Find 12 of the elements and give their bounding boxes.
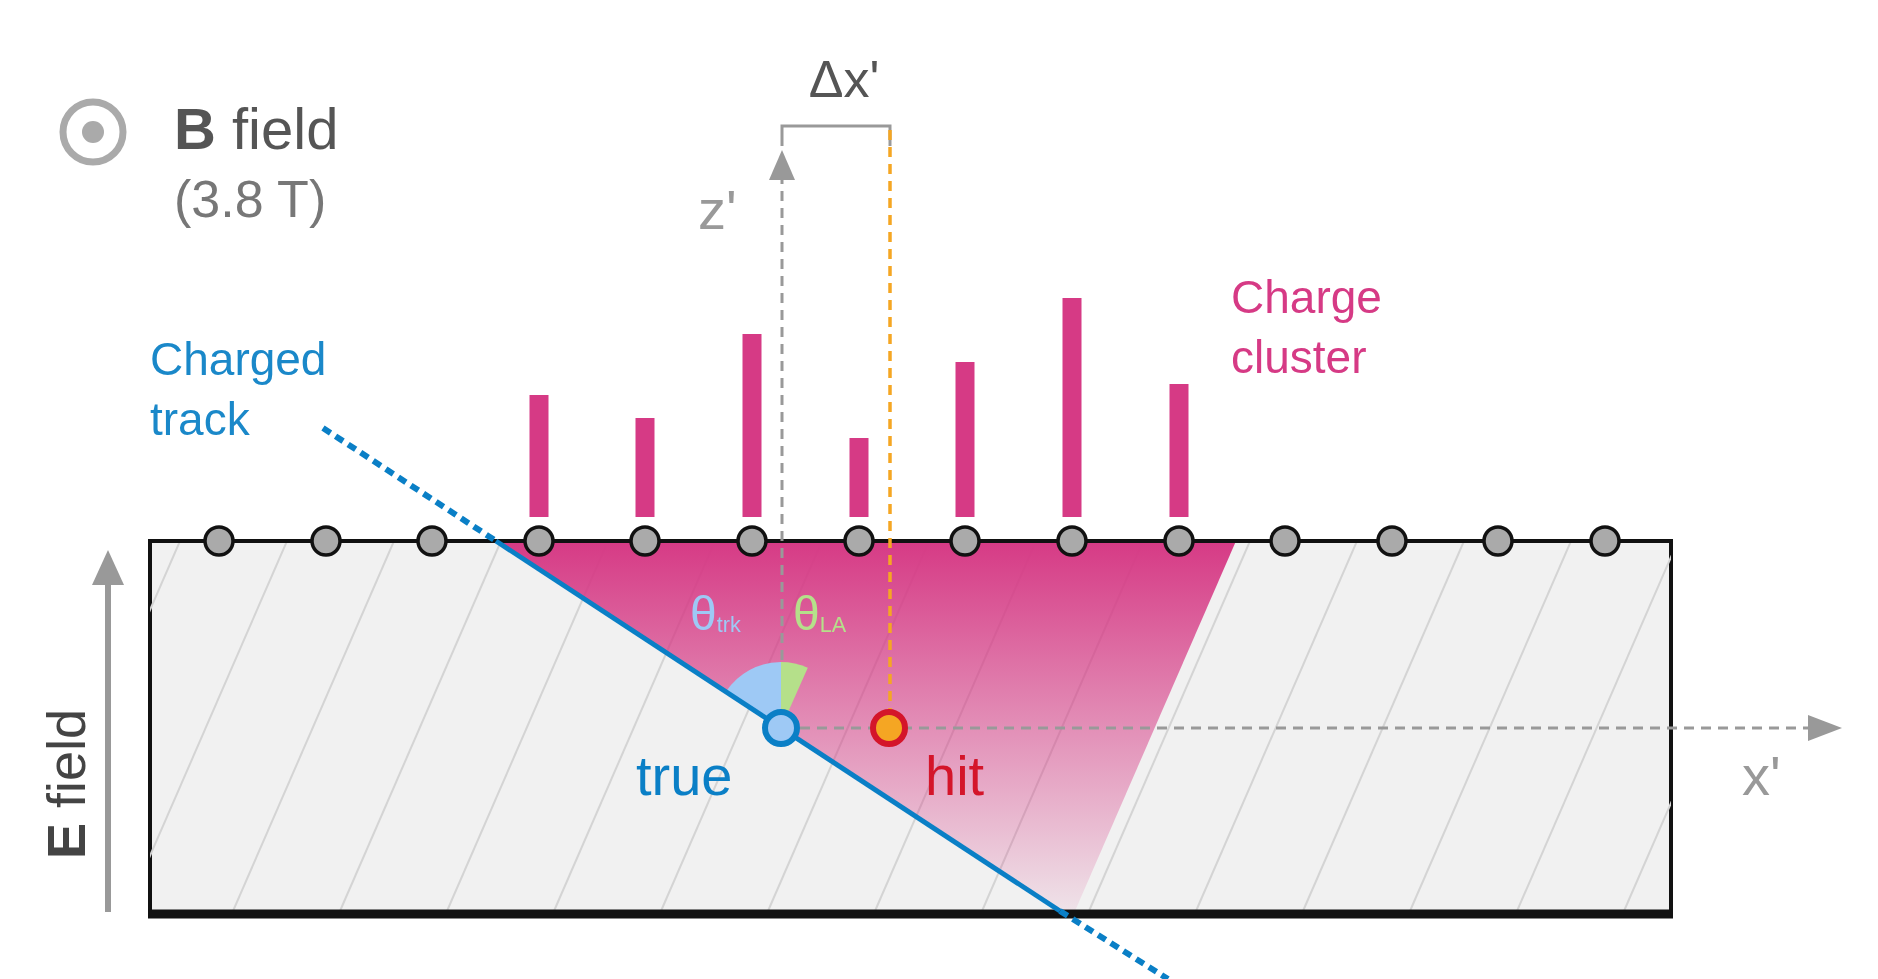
field-value: (3.8 T) (174, 170, 327, 230)
field-label: B field (174, 96, 339, 163)
axis-label: x' (1742, 744, 1781, 809)
track-label: Charged track (150, 332, 328, 447)
point-label: true (636, 744, 733, 809)
field-label: E field (34, 708, 97, 860)
dimension-label: Δx' (808, 50, 880, 110)
angle-label: θ$_{LA}$ (793, 586, 847, 642)
point-label: hit (925, 744, 985, 809)
angle-label: θ$_{trk}$ (690, 586, 741, 642)
cluster-label: Charge cluster (1231, 270, 1383, 385)
axis-label: z' (698, 178, 737, 243)
